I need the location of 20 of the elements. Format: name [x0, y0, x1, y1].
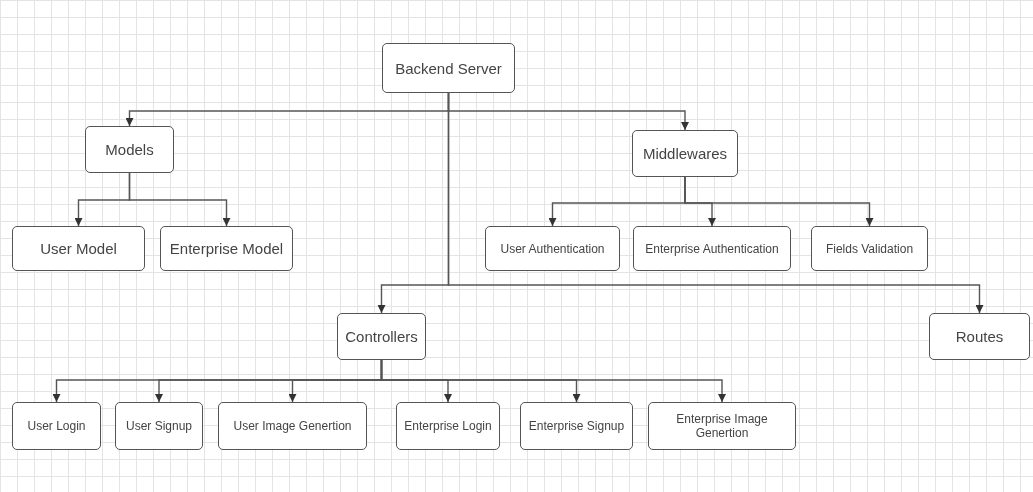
process-box: Enterprise Authentication	[633, 226, 791, 271]
process-box: User Model	[12, 226, 145, 271]
process-box: Enterprise Login	[396, 402, 500, 450]
process-box: Enterprise Model	[160, 226, 293, 271]
process-box: Enterprise Image Genertion	[648, 402, 796, 450]
process-box: Middlewares	[632, 130, 738, 177]
arrow	[380, 359, 726, 403]
process-box: Enterprise Signup	[520, 402, 633, 450]
process-box: User Authentication	[485, 226, 620, 271]
process-box: User Login	[12, 402, 101, 450]
arrow	[128, 172, 231, 227]
process-box: User Image Genertion	[218, 402, 367, 450]
process-box: Backend Server	[382, 43, 515, 93]
process-box: Routes	[929, 313, 1030, 360]
arrow	[447, 92, 984, 314]
process-box: Controllers	[337, 313, 426, 360]
arrow	[684, 176, 874, 227]
process-box: Fields Validation	[811, 226, 928, 271]
process-box: User Signup	[115, 402, 203, 450]
process-box: Models	[85, 126, 174, 173]
